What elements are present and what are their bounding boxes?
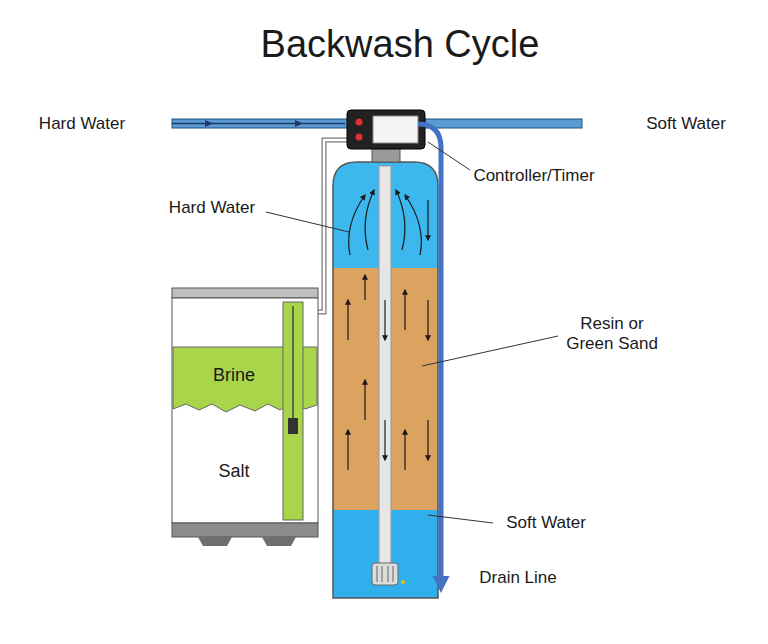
tank-content-label: Brine bbox=[213, 365, 255, 387]
callout-label: Soft Water bbox=[506, 513, 586, 533]
resin-flow-arrows bbox=[348, 190, 428, 470]
leader-line bbox=[428, 515, 493, 523]
controller-screen bbox=[373, 116, 418, 143]
basket-dot bbox=[401, 580, 405, 584]
flow-line bbox=[172, 123, 345, 125]
tank-outline bbox=[333, 162, 438, 598]
basket-slots bbox=[377, 566, 393, 582]
leader-line bbox=[422, 336, 558, 366]
controller-led bbox=[356, 119, 363, 126]
leader-line bbox=[428, 142, 470, 170]
callout-label: Hard Water bbox=[169, 198, 255, 218]
resin-tank bbox=[330, 158, 442, 602]
brine-tank: BrineSalt bbox=[172, 298, 282, 523]
brine-tank-base bbox=[172, 523, 318, 537]
flow-arrows bbox=[205, 120, 303, 127]
valve-neck bbox=[372, 148, 400, 162]
outlet-label: Soft Water bbox=[646, 114, 726, 134]
brine-tank-body bbox=[172, 298, 318, 523]
callout-label: Controller/Timer bbox=[473, 166, 594, 186]
brine-tank-lid bbox=[172, 288, 318, 298]
float bbox=[288, 418, 298, 434]
leader-line bbox=[266, 212, 349, 232]
tank-feet bbox=[198, 537, 296, 546]
callout-label: Drain Line bbox=[479, 568, 557, 588]
inlet-label: Hard Water bbox=[39, 114, 125, 134]
distributor-basket bbox=[372, 563, 398, 585]
callout-label: Resin or Green Sand bbox=[560, 314, 665, 355]
riser-tube bbox=[379, 166, 391, 566]
tank-content-label: Salt bbox=[218, 461, 249, 483]
float-rod bbox=[292, 306, 294, 418]
diagram-title: Backwash Cycle bbox=[261, 22, 540, 68]
controller-led bbox=[356, 134, 363, 141]
drain-pipe bbox=[418, 124, 441, 586]
brine-well bbox=[283, 302, 303, 520]
controller-body bbox=[347, 110, 425, 149]
